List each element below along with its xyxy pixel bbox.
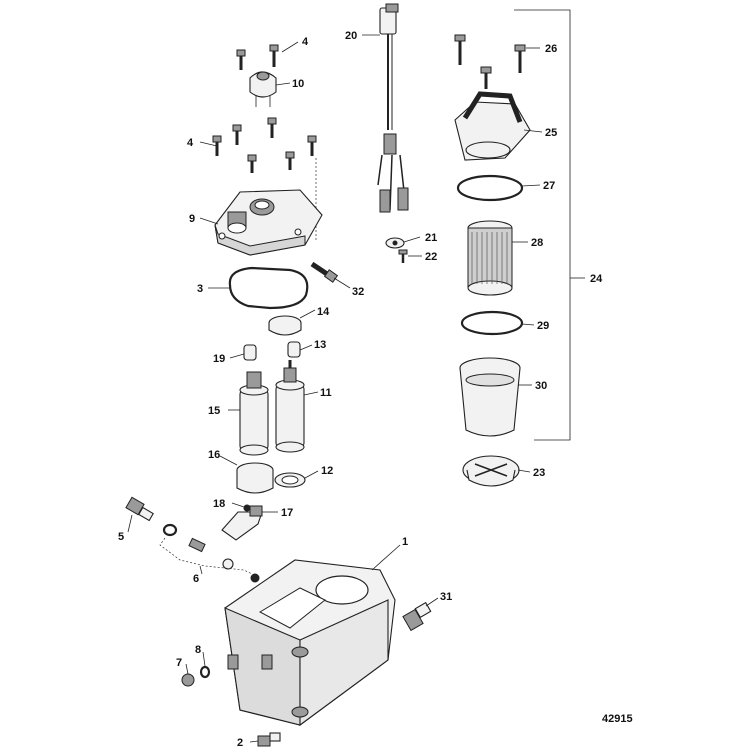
filter-housing-part-30 <box>459 357 521 437</box>
callout-27: 27 <box>543 180 555 192</box>
leader-lines <box>127 34 543 743</box>
fitting-part-31 <box>402 601 432 632</box>
callout-3: 3 <box>197 283 203 295</box>
clip-part-21 <box>385 237 405 249</box>
callout-12: 12 <box>321 465 333 477</box>
gasket-part-3 <box>228 266 309 310</box>
callout-13: 13 <box>314 339 326 351</box>
callout-32: 32 <box>352 286 364 298</box>
filter-cap-part-25 <box>454 91 531 161</box>
callout-2: 2 <box>237 737 243 749</box>
callout-21: 21 <box>425 232 437 244</box>
fuel-pump-part-11 <box>275 360 305 453</box>
callout-6: 6 <box>193 573 199 585</box>
screw-group-cover <box>212 117 317 240</box>
callout-22: 22 <box>425 251 437 263</box>
check-valve-part-6 <box>159 523 260 583</box>
sleeve-part-14 <box>268 315 302 336</box>
pump-cover-part-9 <box>214 189 323 256</box>
callout-18: 18 <box>213 498 225 510</box>
screw-part-22 <box>398 249 408 263</box>
callout-17: 17 <box>281 507 293 519</box>
callout-26: 26 <box>545 43 557 55</box>
pressure-regulator-part-10 <box>249 71 277 107</box>
screw-group-part-26 <box>454 34 526 89</box>
plug-part-7 <box>181 673 195 687</box>
grommet-part-12 <box>274 472 306 488</box>
filter-sock-part-13 <box>287 341 301 358</box>
o-ring-part-8 <box>199 665 211 679</box>
fuel-cooler-body-part-1 <box>224 559 396 727</box>
fuel-pump-part-15 <box>239 371 269 456</box>
callout-19: 19 <box>213 353 225 365</box>
callout-7: 7 <box>176 657 182 669</box>
callout-28: 28 <box>531 237 543 249</box>
callout-10: 10 <box>292 78 304 90</box>
bracket-part-16 <box>236 462 274 494</box>
callout-11: 11 <box>320 387 332 399</box>
callout-16: 16 <box>208 449 220 461</box>
o-ring-part-29 <box>460 310 524 336</box>
callout-20: 20 <box>345 30 357 42</box>
callout-15: 15 <box>208 405 220 417</box>
assembly-bracket-part-24 <box>514 9 585 441</box>
filter-sock-part-19 <box>243 344 257 361</box>
callout-4-top: 4 <box>302 36 309 48</box>
callout-9: 9 <box>189 213 195 225</box>
fitting-part-5 <box>125 496 154 522</box>
callout-4-left: 4 <box>187 137 194 149</box>
callout-5: 5 <box>118 531 124 543</box>
callout-31: 31 <box>440 591 452 603</box>
callout-8: 8 <box>195 644 201 656</box>
callout-1: 1 <box>402 536 408 548</box>
callout-30: 30 <box>535 380 547 392</box>
filter-element-part-28 <box>467 220 513 296</box>
filter-base-part-23 <box>462 455 520 487</box>
screw-part-18 <box>243 504 251 512</box>
callout-24: 24 <box>590 273 603 285</box>
diagram-id: 42915 <box>602 713 633 725</box>
bracket-part-17 <box>221 505 263 541</box>
callout-25: 25 <box>545 127 557 139</box>
callout-23: 23 <box>533 467 545 479</box>
screw-group-top <box>236 44 279 70</box>
callout-14: 14 <box>317 306 330 318</box>
callout-29: 29 <box>537 320 549 332</box>
drain-plug-part-2 <box>257 732 281 747</box>
wiring-harness-part-20 <box>377 3 409 213</box>
o-ring-part-27 <box>456 174 524 202</box>
sensor-part-32 <box>310 261 339 283</box>
callout-labels: 4 10 4 9 3 32 14 19 13 15 11 16 12 18 17… <box>118 30 603 749</box>
